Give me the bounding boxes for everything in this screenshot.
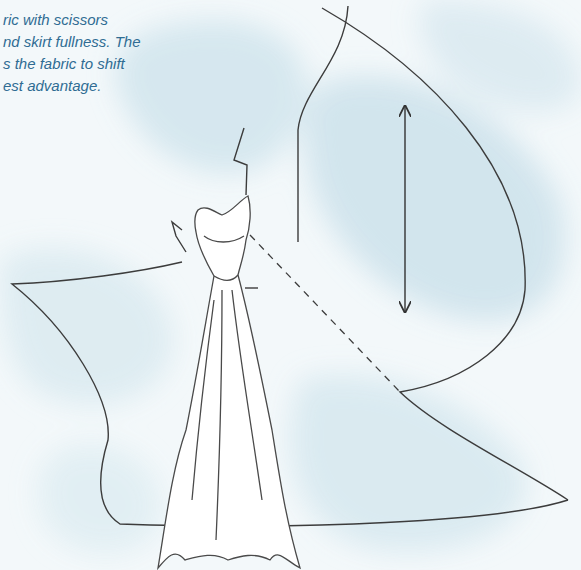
caption-text: est advantage. [3, 77, 101, 95]
caption-text: nd skirt fullness. The [3, 33, 141, 51]
dress-sketch [158, 196, 300, 568]
double-arrow [404, 106, 405, 312]
dashed-grainline [250, 235, 400, 392]
caption-text: s the fabric to shift [3, 55, 125, 73]
caption-text: ric with scissors [3, 11, 108, 29]
watercolor-wash [0, 0, 581, 553]
